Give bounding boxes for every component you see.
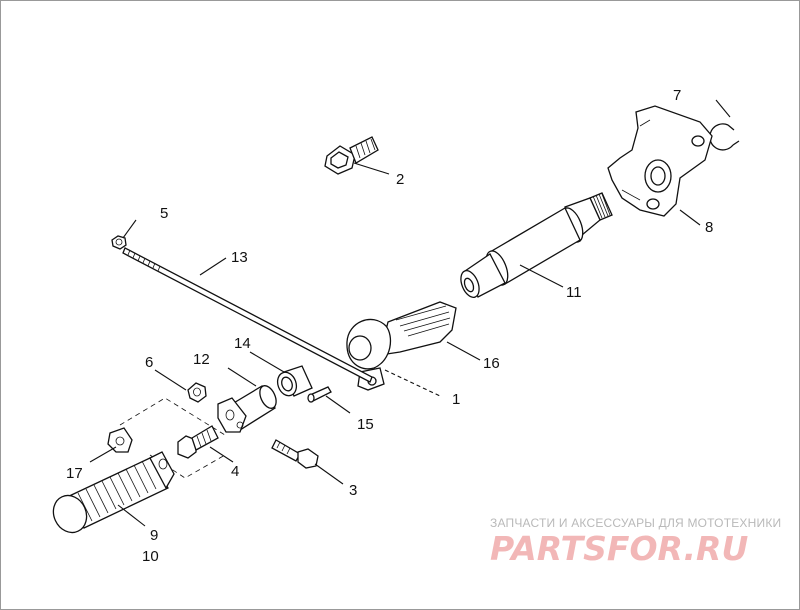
leader-lines bbox=[89, 99, 731, 527]
part-9-10-footpeg bbox=[52, 451, 175, 534]
part-4-set-screw bbox=[177, 425, 219, 459]
part-5-rod-end-nut bbox=[111, 235, 127, 250]
callout-2: 2 bbox=[396, 171, 404, 188]
callout-12: 12 bbox=[193, 351, 210, 368]
part-13-shift-rod bbox=[122, 247, 373, 383]
watermark: ЗАПЧАСТИ И АКСЕССУАРЫ ДЛЯ МОТОТЕХНИКИ PA… bbox=[490, 516, 781, 568]
callout-numbers: 1 2 3 4 5 6 7 8 9 10 11 12 13 14 15 16 1… bbox=[66, 87, 713, 565]
callout-4: 4 bbox=[231, 463, 239, 480]
callout-10: 10 bbox=[142, 548, 159, 565]
part-2-socket-screw bbox=[324, 136, 379, 175]
callout-15: 15 bbox=[357, 416, 374, 433]
watermark-brand: PARTSFOR.RU bbox=[490, 529, 748, 568]
part-14-bushing bbox=[276, 365, 313, 397]
callout-6: 6 bbox=[145, 354, 153, 371]
part-6-nut bbox=[187, 382, 207, 403]
watermark-caption: ЗАПЧАСТИ И АКСЕССУАРЫ ДЛЯ МОТОТЕХНИКИ bbox=[490, 516, 781, 530]
callout-17: 17 bbox=[66, 465, 83, 482]
callout-14: 14 bbox=[234, 335, 251, 352]
part-12-clevis bbox=[217, 385, 277, 433]
callout-3: 3 bbox=[349, 482, 357, 499]
callout-7: 7 bbox=[673, 87, 681, 104]
callout-1: 1 bbox=[452, 391, 460, 408]
part-7-retaining-clip bbox=[709, 123, 740, 151]
part-3-bolt bbox=[271, 439, 319, 469]
callout-8: 8 bbox=[705, 219, 713, 236]
part-8-bracket bbox=[607, 105, 713, 217]
callout-9: 9 bbox=[150, 527, 158, 544]
part-15-pin bbox=[307, 386, 332, 403]
callout-13: 13 bbox=[231, 249, 248, 266]
callout-16: 16 bbox=[483, 355, 500, 372]
callout-11: 11 bbox=[566, 284, 582, 301]
part-17-footpeg-mount bbox=[107, 397, 226, 479]
callout-5: 5 bbox=[160, 205, 168, 222]
part-11-shift-shaft bbox=[460, 192, 613, 298]
